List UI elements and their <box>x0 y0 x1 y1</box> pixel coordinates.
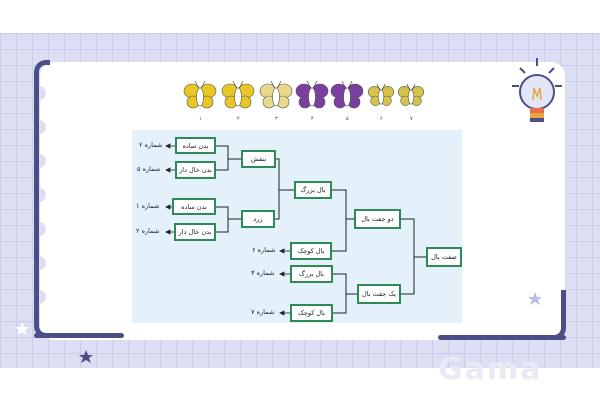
node-big-wing: بال بزرگ <box>290 265 333 283</box>
butterfly-number: ۴ <box>311 116 314 122</box>
result-label: شماره ۶ <box>252 246 276 254</box>
node-spotted-body: بدن خال دار <box>174 223 216 241</box>
frame-bracket-bottom-left <box>34 333 124 338</box>
butterfly-number: ۲ <box>237 116 240 122</box>
butterflies <box>183 80 425 109</box>
butterfly-icon <box>221 80 255 109</box>
node-yellow: زرد <box>241 210 275 228</box>
butterfly-number: ۷ <box>410 116 413 122</box>
result-label: شماره ۲ <box>136 227 160 235</box>
butterfly-icon <box>259 80 293 109</box>
lightbulb-icon <box>512 58 562 122</box>
result-label: شماره ۳ <box>251 269 275 277</box>
star-icon <box>15 322 29 335</box>
butterfly-number: ۱ <box>199 116 202 122</box>
node-plain-body: بدن ساده <box>172 198 216 215</box>
node-purple: بنفش <box>241 150 276 168</box>
result-label: شماره ۲ <box>139 141 163 149</box>
node-small-wing: بال کوچک <box>290 242 332 260</box>
butterfly-icon <box>330 80 364 109</box>
star-icon <box>528 292 542 305</box>
butterfly-icon <box>397 83 425 106</box>
butterfly-number: ۶ <box>380 116 383 122</box>
node-one-pair-wings: یک جفت بال <box>357 284 401 304</box>
butterfly-icon <box>295 80 329 109</box>
butterfly-number: ۳ <box>275 116 278 122</box>
frame-bracket-bottom-right <box>438 335 566 340</box>
butterfly-icon <box>183 80 217 109</box>
node-two-pairs-wings: دو جفت بال <box>354 209 401 229</box>
node-big-wing: بال بزرگ <box>294 181 332 199</box>
node-spotted-body: بدن خال دار <box>175 161 216 179</box>
node-small-wing: بال کوچک <box>290 304 333 322</box>
node-plain-body: بدن ساده <box>175 137 216 154</box>
butterfly-number: ۵ <box>346 116 349 122</box>
butterfly-icon <box>367 83 395 106</box>
result-label: شماره ۱ <box>136 202 160 210</box>
star-icon <box>79 350 93 363</box>
result-label: شماره ۵ <box>137 165 161 173</box>
result-label: شماره ۷ <box>251 308 275 316</box>
node-wing-trait: صفت بال <box>426 247 462 267</box>
brand-watermark: Gama <box>438 352 543 387</box>
